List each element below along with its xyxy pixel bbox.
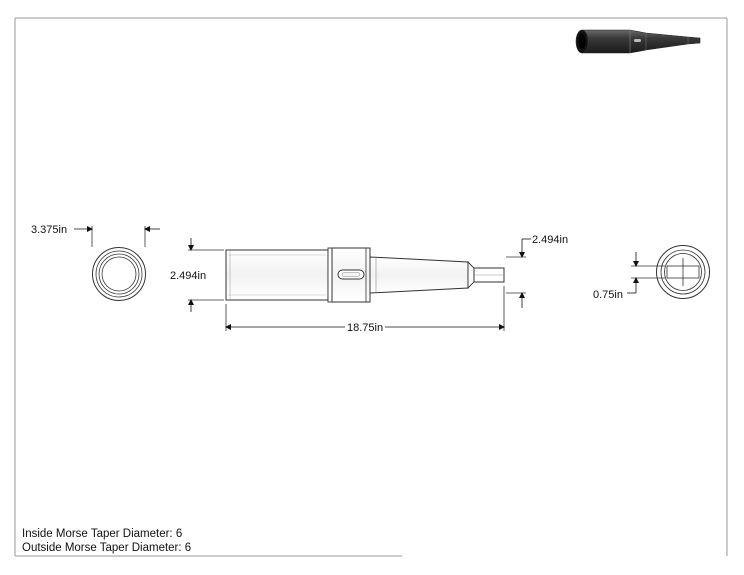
isometric-view [575,29,701,54]
inside-taper-note: Inside Morse Taper Diameter: 6 [22,528,183,540]
outside-taper-note: Outside Morse Taper Diameter: 6 [22,542,192,554]
right-end-view: 0.75in [593,245,710,301]
drawing-notes: Inside Morse Taper Diameter: 6 Outside M… [22,527,191,555]
side-view-dimensions: 2.494in 2.494in 18.75in [170,234,568,334]
outer-diameter-label: 3.375in [31,224,67,236]
side-view [225,247,505,303]
sheet-border [14,17,728,557]
tang-diameter-label: 2.494in [532,234,568,246]
overall-length-label: 18.75in [347,322,383,334]
tang-slot-label: 0.75in [593,289,623,301]
left-end-view: 3.375in [31,224,160,301]
body-diameter-label: 2.494in [170,270,206,282]
